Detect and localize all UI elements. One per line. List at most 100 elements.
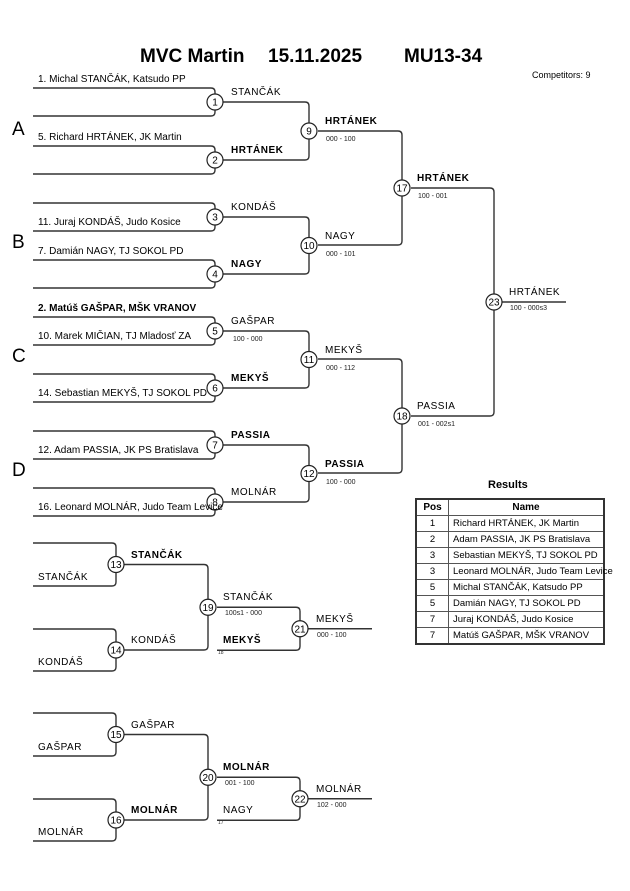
bronze-score: 000 - 100 (317, 631, 347, 639)
match-circle[interactable] (206, 322, 224, 340)
match-score: 100 - 000 (233, 336, 263, 343)
match-circle[interactable] (300, 350, 318, 369)
repechage-match-circle[interactable] (107, 811, 125, 829)
name-header: Name (448, 498, 605, 516)
result-name: Richard HRTÁNEK, JK Martin (448, 515, 605, 532)
match-winner: NAGY (231, 259, 262, 270)
match-circle[interactable] (206, 379, 224, 397)
repechage-winner: MOLNÁR (131, 805, 178, 816)
repechage-semi-winner: STANČÁK (223, 592, 273, 604)
competitor-entry[interactable]: 16. Leonard MOLNÁR, Judo Team Levice (38, 502, 223, 513)
match-circle[interactable] (300, 236, 318, 255)
result-pos: 5 (415, 595, 449, 612)
bracket-line (318, 358, 403, 474)
pos-header: Pos (415, 498, 449, 516)
match-score: 100 - 000 (326, 478, 356, 486)
match-score: 001 - 002s1 (418, 421, 455, 428)
final-match-circle[interactable] (485, 293, 503, 311)
result-pos: 3 (415, 563, 449, 580)
match-circle[interactable] (206, 265, 224, 283)
competitor-entry[interactable]: 12. Adam PASSIA, JK PS Bratislava (38, 445, 199, 456)
match-circle[interactable] (206, 93, 224, 111)
repechage-winner: GAŠPAR (131, 719, 175, 731)
repechage-match-circle[interactable] (199, 768, 217, 786)
result-pos: 1 (415, 515, 449, 532)
match-number: 8 (212, 498, 218, 509)
match-circle[interactable] (393, 407, 411, 425)
result-name: Matúš GAŠPAR, MŠK VRANOV (448, 627, 605, 645)
match-winner: PASSIA (417, 401, 456, 412)
repechage-entry[interactable]: MOLNÁR (38, 827, 84, 838)
repechage-semi-winner: MOLNÁR (223, 762, 270, 774)
result-pos: 7 (415, 611, 449, 628)
competitor-entry[interactable]: 10. Marek MIČIAN, TJ Mladosť ZA (38, 331, 192, 342)
repechage-match-circle[interactable] (291, 790, 309, 808)
event-name: MVC Martin (140, 46, 245, 67)
match-score: 000 - 112 (326, 364, 356, 372)
result-name: Juraj KONDÁŠ, Judo Kosice (448, 611, 605, 628)
competitor-entry[interactable]: 7. Damián NAGY, TJ SOKOL PD (38, 246, 184, 257)
repechage-match-circle[interactable] (199, 598, 217, 616)
repechage-match-circle[interactable] (107, 725, 125, 744)
match-score: 100 - 001 (418, 193, 448, 200)
bracket-line (33, 259, 216, 289)
result-pos: 7 (415, 627, 449, 645)
match-number: 17 (396, 184, 408, 195)
match-winner: HRTÁNEK (417, 173, 470, 184)
repechage-match-circle[interactable] (107, 641, 125, 659)
match-circle[interactable] (206, 151, 224, 169)
result-name: Adam PASSIA, JK PS Bratislava (448, 531, 605, 548)
match-number: 5 (212, 327, 218, 338)
repechage-winner: STANČÁK (131, 549, 183, 561)
repechage-entry[interactable]: KONDÁŠ (38, 657, 84, 668)
repechage-loser-ref: 18 (218, 650, 224, 657)
match-winner: MEKYŠ (231, 373, 270, 384)
repechage-entry[interactable]: GAŠPAR (38, 742, 82, 753)
match-winner: MEKYŠ (325, 344, 363, 356)
match-circle[interactable] (393, 179, 411, 197)
repechage-match-number: 14 (110, 646, 122, 657)
repechage-match-number: 20 (202, 773, 214, 784)
pool-label-c: C (12, 346, 26, 367)
repechage-winner: KONDÁŠ (131, 635, 177, 646)
match-circle[interactable] (300, 122, 318, 140)
repechage-semi-score: 001 - 100 (225, 780, 255, 788)
repechage-loser-name: NAGY (223, 805, 254, 817)
match-circle[interactable] (300, 464, 318, 483)
pool-label-a: A (12, 119, 25, 140)
repechage-match-circle[interactable] (107, 555, 125, 574)
match-number: 4 (212, 270, 218, 281)
repechage-match-circle[interactable] (291, 620, 309, 638)
bronze-score: 102 - 000 (317, 801, 347, 809)
repechage-match-number: 19 (202, 603, 214, 614)
match-number: 9 (306, 127, 312, 138)
match-number: 3 (212, 213, 218, 224)
match-circle[interactable] (206, 493, 224, 511)
match-circle[interactable] (206, 208, 224, 226)
match-circle[interactable] (206, 436, 224, 454)
competitor-entry[interactable]: 5. Richard HRTÁNEK, JK Martin (38, 132, 182, 143)
match-score: 000 - 101 (326, 250, 356, 258)
match-winner: KONDÁŠ (231, 202, 277, 213)
competitor-entry[interactable]: 1. Michal STANČÁK, Katsudo PP (38, 74, 186, 85)
bracket-line (33, 87, 216, 117)
results-title: Results (488, 479, 528, 491)
result-name: Damián NAGY, TJ SOKOL PD (448, 595, 605, 612)
bracket-line (33, 145, 216, 175)
match-number: 1 (212, 98, 218, 109)
repechage-semi-score: 100s1 - 000 (225, 610, 262, 618)
competitor-entry[interactable]: 14. Sebastian MEKYŠ, TJ SOKOL PD (38, 388, 207, 399)
final-match-number: 23 (488, 298, 500, 309)
repechage-loser-ref: 17 (218, 820, 224, 827)
match-winner: HRTÁNEK (231, 145, 284, 156)
competitor-entry[interactable]: 2. Matúš GAŠPAR, MŠK VRANOV (38, 303, 197, 314)
repechage-entry[interactable]: STANČÁK (38, 572, 88, 583)
competitor-entry[interactable]: 11. Juraj KONDÁŠ, Judo Kosice (38, 217, 181, 228)
